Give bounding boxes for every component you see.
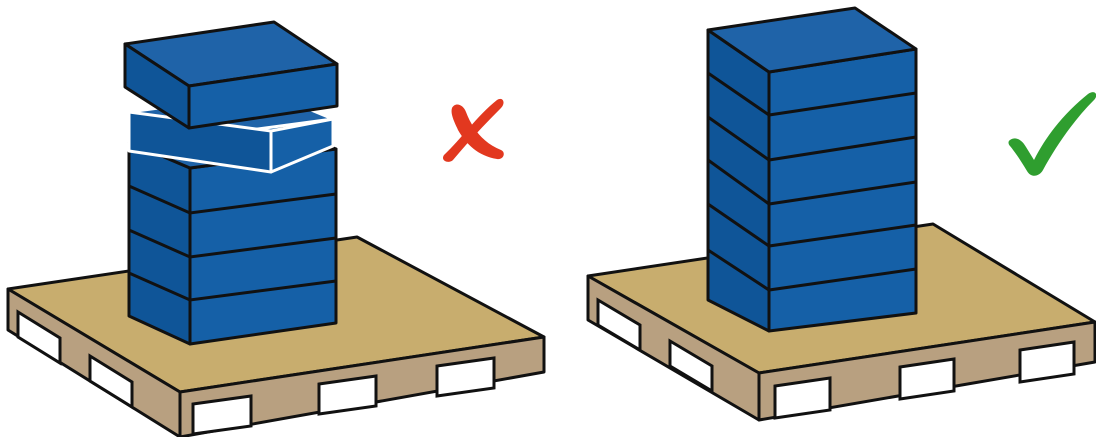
left-pallet-slot — [317, 374, 378, 416]
right-pallet-slot — [596, 297, 642, 353]
cross-mark-stroke-b — [451, 104, 504, 160]
cross-mark-icon — [442, 98, 504, 162]
right-pallet-slot — [668, 338, 714, 394]
left-pallet-slot — [16, 309, 62, 366]
left-pallet-slot — [191, 394, 253, 436]
right-pallet-slot — [1018, 340, 1076, 384]
aligned-stack-panel — [586, 6, 1096, 422]
right-stack — [706, 6, 918, 333]
check-mark-icon — [1008, 92, 1096, 176]
left-stack-box-seams — [128, 184, 337, 302]
right-stack-box-seams — [707, 71, 917, 292]
misaligned-stack-panel — [6, 20, 546, 437]
shifted-box-front-face — [269, 117, 335, 174]
right-pallet-slot — [898, 357, 956, 401]
left-top-box — [123, 20, 339, 130]
left-pallet-slot — [88, 353, 134, 410]
right-stack-front-face — [767, 47, 918, 333]
left-pallet-slot — [435, 356, 496, 398]
right-stack-top-face — [706, 6, 918, 74]
check-mark-stroke — [1008, 92, 1096, 176]
right-pallet-slot — [773, 376, 832, 420]
top-box-front-face — [187, 62, 339, 130]
